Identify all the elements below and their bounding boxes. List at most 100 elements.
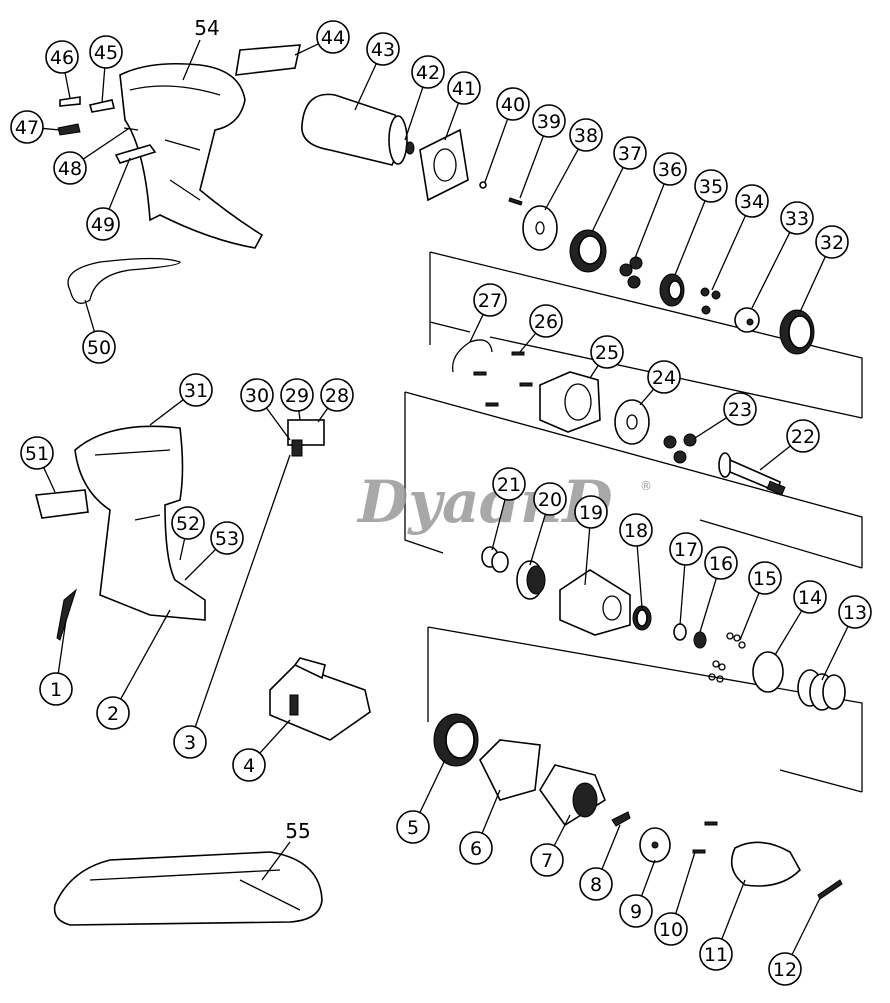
callout-number: 20	[538, 489, 562, 511]
callout-5: 5	[396, 759, 446, 844]
part-screw-39	[508, 197, 523, 206]
part-small-plate-46	[59, 96, 81, 107]
leader-line	[519, 135, 544, 199]
callout-36: 36	[634, 152, 687, 259]
callout-32: 32	[799, 225, 849, 313]
leader-line	[491, 499, 506, 551]
callout-number: 9	[630, 901, 642, 923]
leader-line	[43, 467, 56, 493]
callout-circle	[492, 467, 526, 501]
callout-number: 1	[50, 679, 62, 701]
callout-51: 51	[20, 436, 56, 493]
callout-circle	[89, 35, 123, 69]
part-screws-10	[692, 821, 718, 854]
callout-34: 34	[711, 184, 769, 291]
callout-38: 38	[544, 118, 603, 211]
leader-line	[759, 445, 791, 471]
part-spring-27	[451, 339, 493, 373]
callout-number: 42	[416, 62, 440, 84]
callout-circle	[53, 151, 87, 185]
part-clutch-ring-5	[433, 713, 479, 767]
part-planet-gears-34	[700, 287, 721, 315]
part-charger-55	[53, 851, 323, 926]
callout-circle	[240, 378, 274, 412]
callout-number: 13	[843, 602, 867, 624]
leader-line	[64, 72, 71, 99]
callout-number: 35	[699, 176, 723, 198]
leader-line	[82, 128, 129, 160]
callout-9: 9	[619, 859, 656, 928]
leader-line	[298, 410, 301, 421]
callout-circle	[366, 32, 400, 66]
part-carrier-35	[659, 273, 685, 307]
callout-45: 45	[89, 35, 123, 104]
leader-line	[444, 102, 460, 141]
callout-number: 19	[579, 502, 603, 524]
part-screw-12	[817, 879, 843, 900]
callout-circle	[82, 330, 116, 364]
callout-15: 15	[739, 561, 782, 641]
callout-14: 14	[774, 580, 827, 656]
callout-circle	[280, 378, 314, 412]
callout-circle	[579, 867, 613, 901]
callout-number: 43	[371, 39, 395, 61]
callout-30: 30	[240, 378, 291, 441]
callout-circle	[723, 392, 757, 426]
callout-circle	[699, 937, 733, 971]
label-54: 54	[182, 16, 220, 81]
leader-line	[149, 399, 184, 426]
callout-circle	[815, 225, 849, 259]
leader-line	[799, 256, 826, 313]
callout-35: 35	[674, 169, 728, 276]
callout-circle	[459, 831, 493, 865]
callout-number: 8	[590, 874, 602, 896]
callout-31: 31	[149, 373, 213, 426]
callout-circle	[780, 201, 814, 235]
callout-circle	[838, 595, 872, 629]
part-spring-8	[611, 811, 631, 827]
callout-27: 27	[469, 283, 507, 343]
callout-circle	[574, 495, 608, 529]
part-screws-26	[473, 351, 533, 407]
callout-circle	[613, 136, 647, 170]
part-small-plate-45	[88, 99, 115, 113]
leader-line	[639, 388, 655, 406]
leader-line	[821, 626, 849, 681]
leader-line	[636, 545, 643, 609]
callout-number: 32	[820, 232, 844, 254]
callout-circle	[496, 87, 530, 121]
callout-7: 7	[530, 814, 571, 877]
leader-line	[591, 167, 624, 233]
part-sun-gear-33	[734, 307, 760, 333]
callout-37: 37	[591, 136, 647, 233]
callout-49: 49	[86, 157, 131, 241]
callout-circle	[320, 378, 354, 412]
watermark-logo: DyadnD ®	[356, 468, 652, 536]
callout-number: 7	[541, 850, 553, 872]
part-switch-30	[287, 419, 325, 457]
callout-circle	[532, 104, 566, 138]
part-slider-49	[114, 144, 157, 164]
callout-number: 45	[94, 42, 118, 64]
callout-number: 29	[285, 385, 309, 407]
callout-28: 28	[317, 378, 354, 423]
part-handle-31	[74, 425, 206, 621]
callout-circle	[530, 843, 564, 877]
callout-circle	[96, 696, 130, 730]
callout-circle	[647, 360, 681, 394]
leader-line	[674, 200, 706, 276]
part-nameplate-51	[34, 489, 89, 519]
callout-41: 41	[444, 71, 481, 141]
part-planet-gears-36	[619, 256, 643, 289]
leader-line	[179, 538, 186, 561]
callout-6: 6	[459, 789, 501, 865]
callout-40: 40	[484, 87, 530, 183]
svg-text:54: 54	[194, 16, 219, 40]
callout-circle	[179, 373, 213, 407]
callout-1: 1	[39, 619, 73, 706]
callout-number: 36	[658, 159, 682, 181]
leader-line	[317, 407, 329, 423]
callout-number: 28	[325, 385, 349, 407]
callout-circle	[411, 55, 445, 89]
callout-number: 53	[215, 528, 239, 550]
